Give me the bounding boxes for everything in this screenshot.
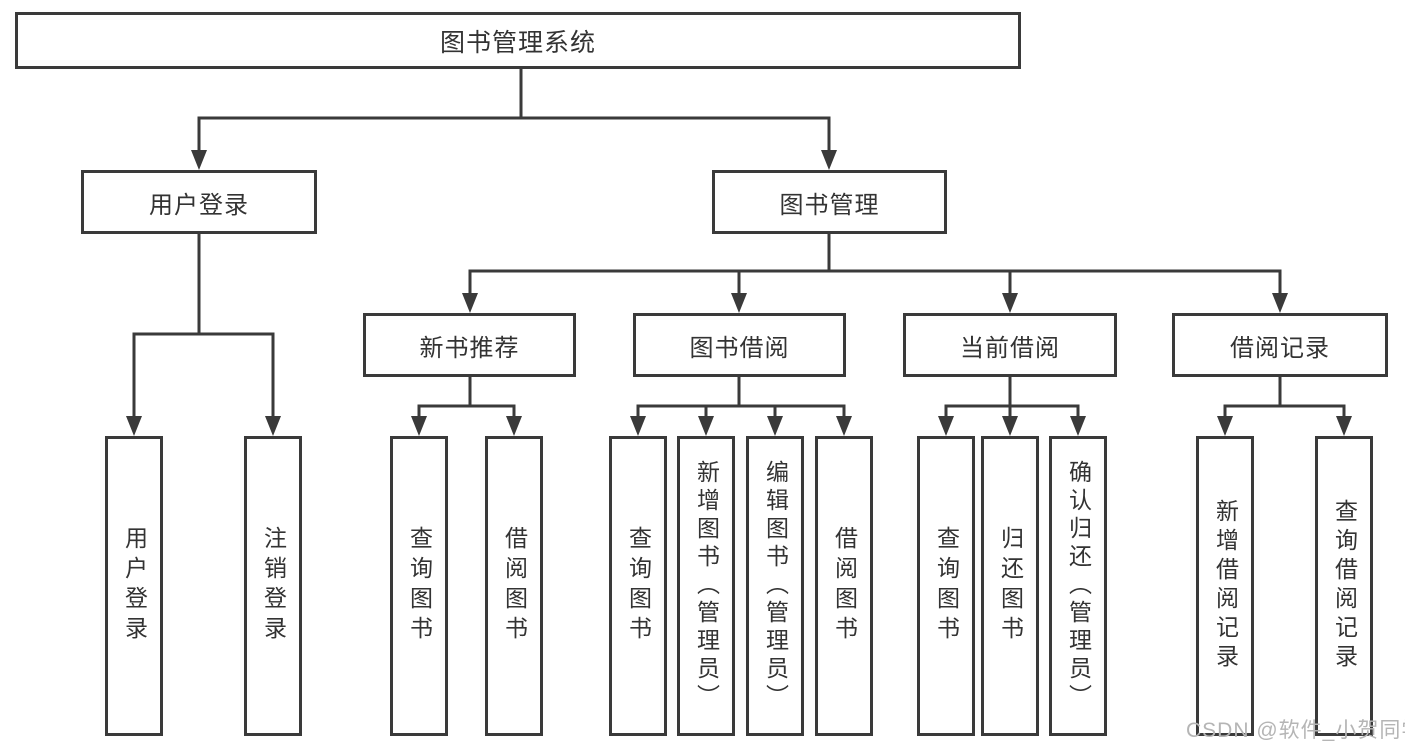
node-book-borrowing: 图书借阅 (633, 313, 846, 377)
node-book-management: 图书管理 (712, 170, 947, 234)
node-leaf-query-books-current: 查询图书 (917, 436, 975, 736)
node-leaf-query-books-borrow: 查询图书 (609, 436, 667, 736)
node-library-system: 图书管理系统 (15, 12, 1021, 69)
node-leaf-edit-books-admin: 编辑图书（管理员） (746, 436, 804, 736)
arrow-heads (126, 150, 1352, 436)
node-user-login: 用户登录 (81, 170, 317, 234)
node-leaf-query-borrow-record: 查询借阅记录 (1315, 436, 1373, 736)
node-new-book-recommend: 新书推荐 (363, 313, 576, 377)
node-leaf-borrow-books: 借阅图书 (815, 436, 873, 736)
node-leaf-add-borrow-record: 新增借阅记录 (1196, 436, 1254, 736)
node-leaf-add-books-admin: 新增图书（管理员） (677, 436, 735, 736)
node-borrowing-records: 借阅记录 (1172, 313, 1388, 377)
node-leaf-logout: 注销登录 (244, 436, 302, 736)
csdn-watermark: CSDN @软件_小贺同学 (1186, 719, 1405, 742)
node-current-borrowing: 当前借阅 (903, 313, 1117, 377)
node-leaf-query-books-recommend: 查询图书 (390, 436, 448, 736)
node-leaf-return-books: 归还图书 (981, 436, 1039, 736)
node-leaf-user-login: 用户登录 (105, 436, 163, 736)
node-leaf-borrow-books-recommend: 借阅图书 (485, 436, 543, 736)
node-leaf-confirm-return-admin: 确认归还（管理员） (1049, 436, 1107, 736)
